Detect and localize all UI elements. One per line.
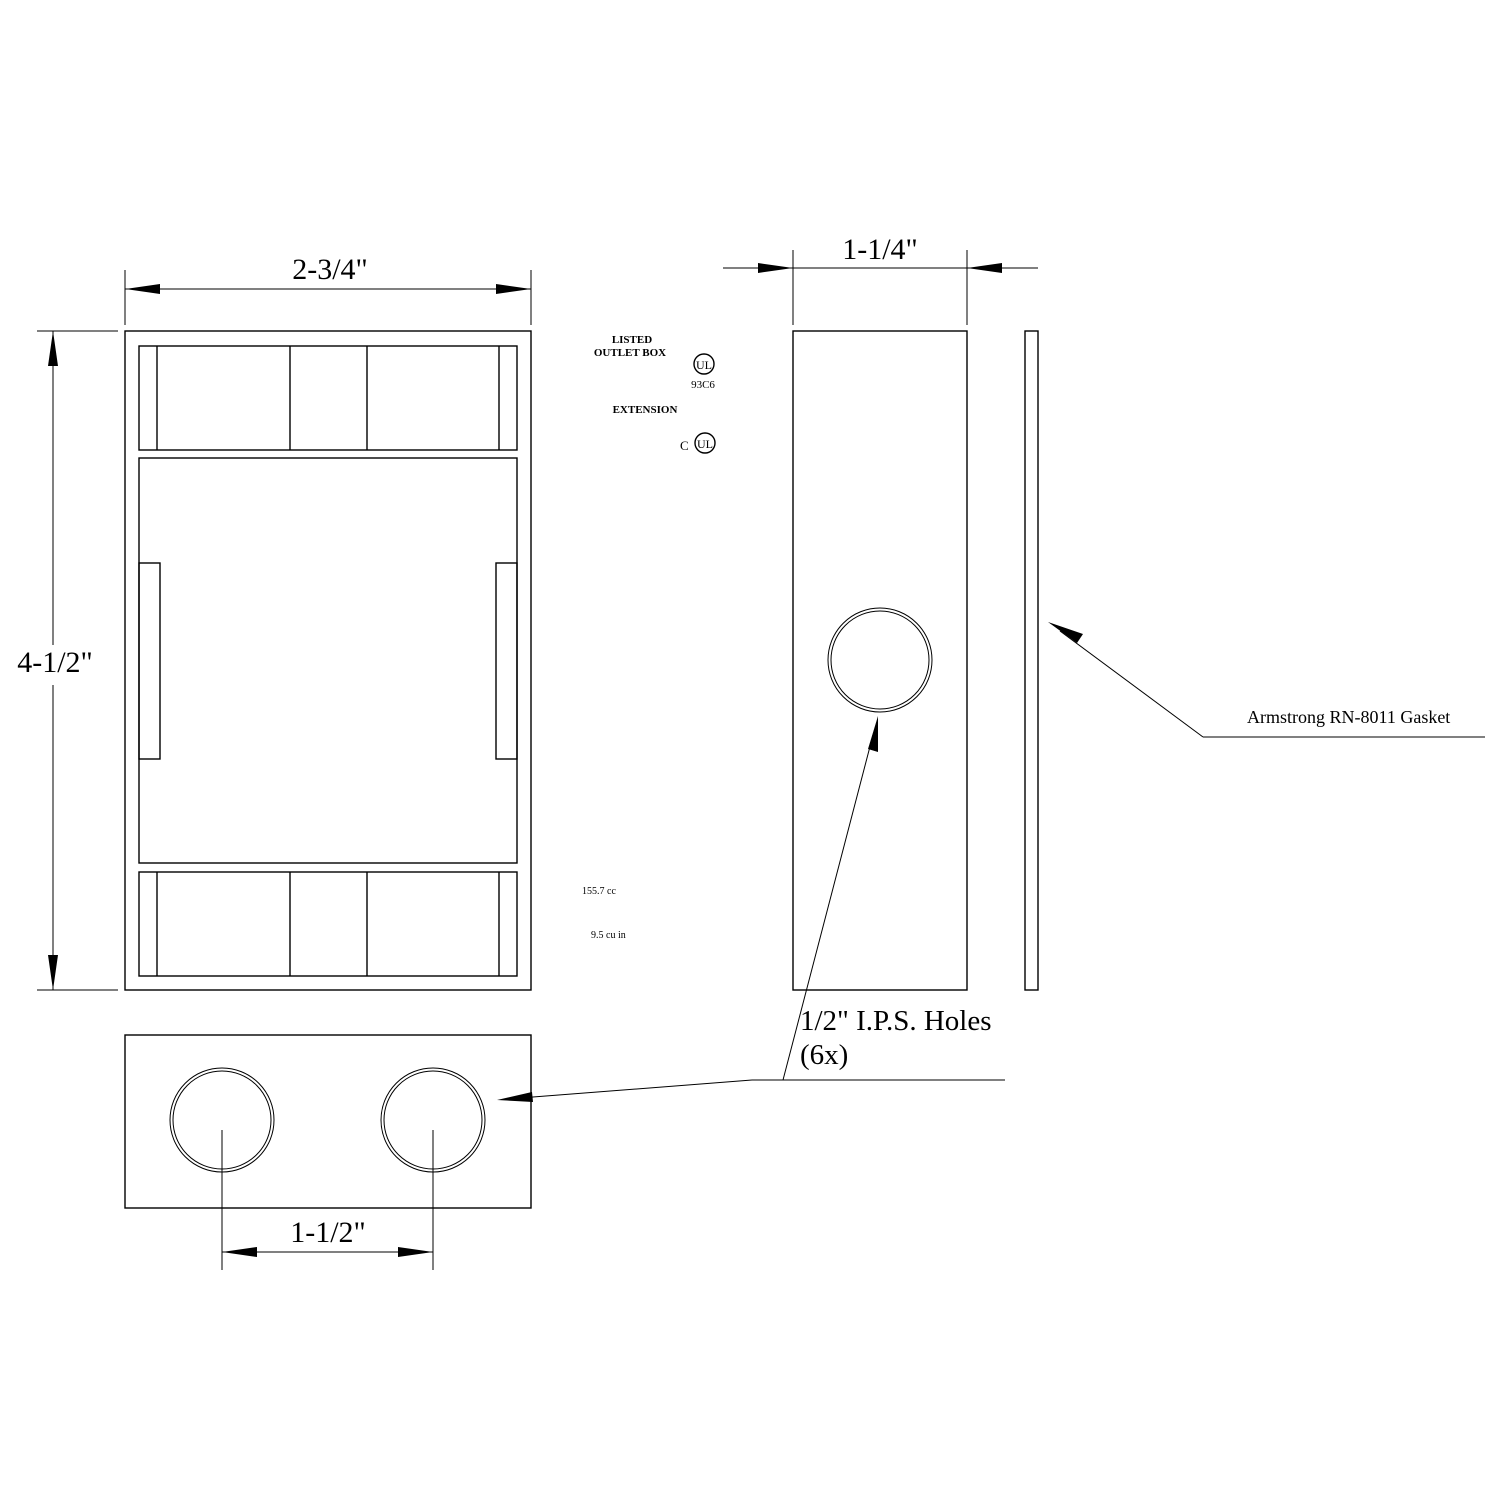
depth-label: 1-1/4" [842, 233, 918, 266]
svg-text:UL: UL [696, 358, 712, 372]
top-panel [138, 345, 518, 451]
extension-label: EXTENSION [613, 404, 678, 416]
height-dimension: 4-1/2" [10, 330, 118, 991]
arrow-icon [398, 1247, 433, 1257]
center-panel [138, 457, 518, 864]
arrow-icon [868, 716, 878, 752]
width-label: 2-3/4" [292, 253, 368, 286]
arrow-icon [967, 263, 1002, 273]
arrow-icon [758, 263, 793, 273]
gasket-callout: Armstrong RN-8011 Gasket [1247, 707, 1450, 727]
arrow-icon [1048, 622, 1083, 643]
holes-callout-line1: 1/2" I.P.S. Holes [800, 1005, 992, 1037]
ul-logo-icon: UL [693, 353, 715, 375]
svg-text:UL: UL [697, 437, 713, 451]
outlet-box-label: OUTLET BOX [594, 347, 666, 359]
holes-callout: 1/2" I.P.S. Holes (6x) [497, 716, 1005, 1102]
volume-cuin: 9.5 cu in [591, 930, 626, 941]
svg-text:C: C [680, 438, 689, 453]
holes-callout-line2: (6x) [800, 1039, 848, 1071]
arrow-icon [48, 955, 58, 990]
front-view [124, 330, 532, 991]
arrow-icon [497, 1092, 533, 1102]
depth-dimension: 1-1/4" [723, 233, 1038, 325]
arrow-icon [222, 1247, 257, 1257]
side-view [792, 330, 968, 991]
arrow-icon [496, 284, 531, 294]
arrow-icon [48, 331, 58, 366]
bottom-panel [138, 871, 518, 977]
bottom-view [124, 1034, 532, 1209]
left-tab [138, 562, 161, 760]
hole-spacing-label: 1-1/2" [290, 1216, 366, 1249]
listing-labels: LISTED OUTLET BOX UL 93C6 EXTENSION C UL… [582, 334, 716, 941]
arrow-icon [125, 284, 160, 294]
height-label: 4-1/2" [17, 646, 93, 679]
right-tab [495, 562, 518, 760]
cul-logo-icon: C UL [680, 432, 716, 454]
hole-spacing-dimension: 1-1/2" [221, 1130, 434, 1270]
gasket-view: Armstrong RN-8011 Gasket [1024, 330, 1485, 991]
listed-label: LISTED [612, 334, 652, 346]
ul-code: 93C6 [691, 379, 715, 391]
width-dimension: 2-3/4" [124, 253, 532, 325]
volume-cc: 155.7 cc [582, 886, 616, 897]
